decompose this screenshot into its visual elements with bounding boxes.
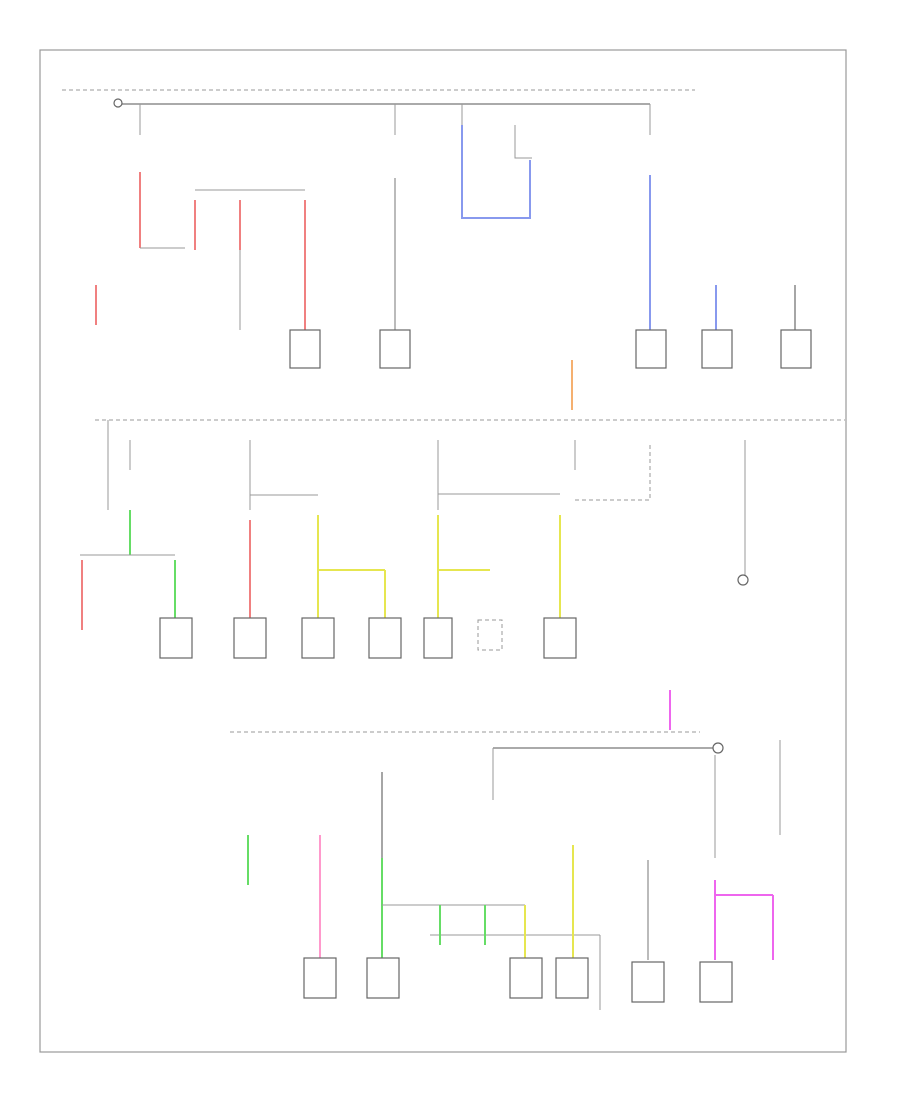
lower-branch-wires [381, 740, 781, 1010]
mid-row-circuits [80, 510, 671, 730]
lower-row-components [303, 957, 733, 1003]
diagram-frame [39, 49, 847, 1053]
top-ground-terminal [113, 98, 123, 108]
mid-row-components [159, 617, 577, 659]
top-row-components [289, 329, 812, 369]
top-row-circuits [95, 125, 796, 410]
mid-branch-wires [107, 420, 749, 586]
lower-row-circuits [247, 835, 774, 960]
top-branch-wires [139, 104, 651, 159]
